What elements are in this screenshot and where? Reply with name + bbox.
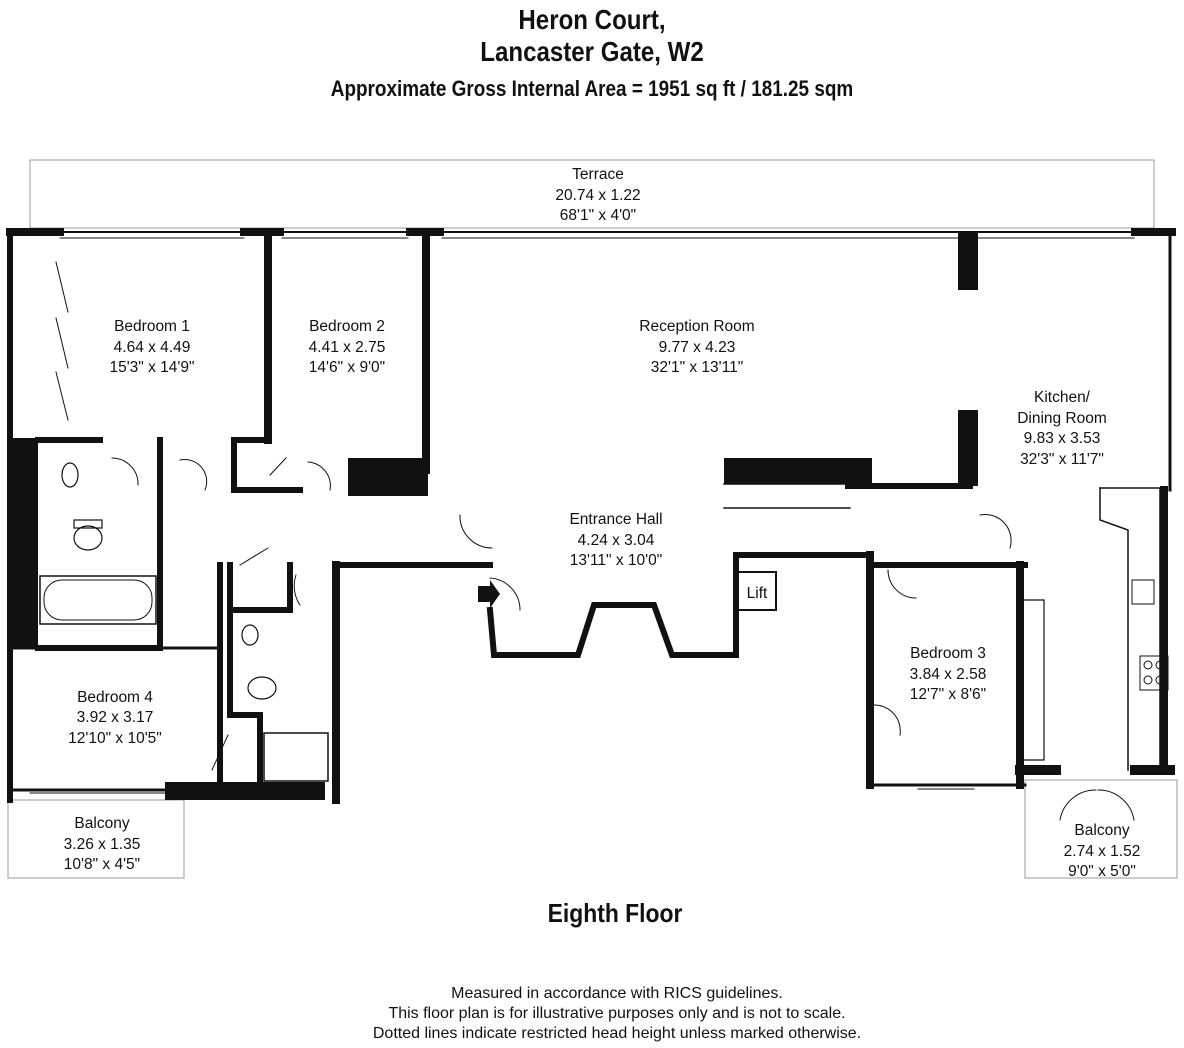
svg-text:68'1" x 4'0": 68'1" x 4'0" — [560, 207, 636, 224]
property-address: Lancaster Gate, W2 — [480, 36, 704, 67]
svg-text:3.26 x 1.35: 3.26 x 1.35 — [64, 836, 141, 853]
svg-text:4.64 x 4.49: 4.64 x 4.49 — [114, 339, 191, 356]
floor-title: Eighth Floor — [547, 898, 683, 928]
room-label-entrance-hall: Entrance Hall 4.24 x 3.04 13'11" x 10'0" — [569, 511, 662, 569]
balcony-right-outline — [1024, 779, 1178, 879]
svg-text:9.77 x 4.23: 9.77 x 4.23 — [659, 339, 736, 356]
room-label-bedroom-2: Bedroom 2 4.41 x 2.75 14'6" x 9'0" — [309, 318, 386, 376]
footer-note-rics: Measured in accordance with RICS guideli… — [451, 985, 783, 1002]
svg-text:Terrace: Terrace — [572, 166, 624, 183]
room-label-balcony-left: Balcony 3.26 x 1.35 10'8" x 4'5" — [64, 815, 141, 873]
svg-text:Bedroom 2: Bedroom 2 — [309, 318, 385, 335]
svg-text:Entrance Hall: Entrance Hall — [569, 511, 662, 528]
balcony-left-outline — [7, 799, 185, 879]
svg-text:12'7" x 8'6": 12'7" x 8'6" — [910, 686, 986, 703]
svg-text:3.84 x 2.58: 3.84 x 2.58 — [910, 666, 987, 683]
svg-text:9.83 x 3.53: 9.83 x 3.53 — [1024, 430, 1101, 447]
footer-note-dotted-lines: Dotted lines indicate restricted head he… — [372, 1025, 862, 1042]
walls — [6, 228, 1176, 821]
room-label-bedroom-3: Bedroom 3 3.84 x 2.58 12'7" x 8'6" — [910, 645, 987, 703]
svg-text:Dining Room: Dining Room — [1017, 410, 1107, 427]
gross-area: Approximate Gross Internal Area = 1951 s… — [330, 76, 854, 101]
room-label-kitchen: Kitchen/ Dining Room 9.83 x 3.53 32'3" x… — [1017, 389, 1107, 468]
svg-text:3.92 x 3.17: 3.92 x 3.17 — [77, 709, 154, 726]
svg-text:9'0" x 5'0": 9'0" x 5'0" — [1068, 863, 1136, 880]
svg-text:32'1" x 13'11": 32'1" x 13'11" — [651, 359, 743, 376]
svg-text:4.24 x 3.04: 4.24 x 3.04 — [578, 532, 655, 549]
room-label-terrace: Terrace 20.74 x 1.22 68'1" x 4'0" — [555, 166, 640, 224]
svg-text:Bedroom 4: Bedroom 4 — [77, 689, 153, 706]
room-label-reception: Reception Room 9.77 x 4.23 32'1" x 13'11… — [639, 318, 754, 376]
svg-text:20.74 x 1.22: 20.74 x 1.22 — [555, 187, 640, 204]
svg-text:2.74 x 1.52: 2.74 x 1.52 — [1064, 843, 1141, 860]
footer-note-illustrative: This floor plan is for illustrative purp… — [388, 1005, 846, 1022]
room-label-bedroom-1: Bedroom 1 4.64 x 4.49 15'3" x 14'9" — [109, 318, 194, 376]
svg-text:Kitchen/: Kitchen/ — [1034, 389, 1091, 406]
svg-text:Balcony: Balcony — [74, 815, 129, 832]
svg-text:32'3" x 11'7": 32'3" x 11'7" — [1020, 451, 1104, 468]
svg-text:12'10" x 10'5": 12'10" x 10'5" — [68, 730, 162, 747]
svg-text:Reception Room: Reception Room — [639, 318, 754, 335]
svg-text:Balcony: Balcony — [1074, 822, 1129, 839]
svg-text:14'6" x 9'0": 14'6" x 9'0" — [309, 359, 385, 376]
svg-text:Bedroom 3: Bedroom 3 — [910, 645, 986, 662]
entrance-arrow-icon — [478, 580, 500, 608]
svg-text:Bedroom 1: Bedroom 1 — [114, 318, 190, 335]
svg-text:13'11" x 10'0": 13'11" x 10'0" — [570, 552, 662, 569]
room-label-balcony-right: Balcony 2.74 x 1.52 9'0" x 5'0" — [1064, 822, 1141, 880]
svg-text:10'8" x 4'5": 10'8" x 4'5" — [64, 856, 140, 873]
terrace-outline — [29, 159, 1155, 229]
svg-text:15'3" x 14'9": 15'3" x 14'9" — [109, 359, 194, 376]
property-name: Heron Court, — [518, 4, 666, 35]
svg-text:4.41 x 2.75: 4.41 x 2.75 — [309, 339, 386, 356]
room-label-bedroom-4: Bedroom 4 3.92 x 3.17 12'10" x 10'5" — [68, 689, 162, 747]
room-label-lift: Lift — [747, 585, 768, 602]
